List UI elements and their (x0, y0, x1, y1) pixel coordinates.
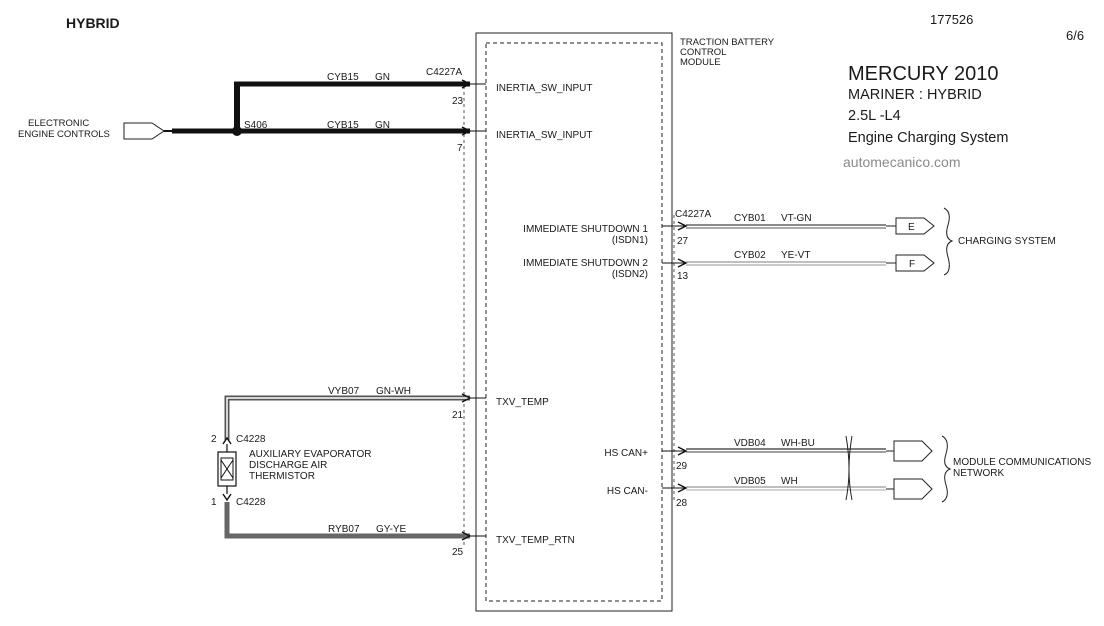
can-lo-pin: 28 (676, 498, 688, 509)
eec-label-line2: ENGINE CONTROLS (18, 129, 110, 140)
txv-temp-pin: 21 (452, 410, 464, 421)
network-label-line2: NETWORK (953, 468, 1004, 479)
isdn2-dest: F (909, 259, 915, 270)
txv-rtn-color: GY-YE (376, 524, 407, 535)
inertia1-signal: INERTIA_SW_INPUT (496, 83, 593, 94)
can-lo-color: WH (781, 476, 798, 487)
isdn2-pin: 13 (677, 271, 689, 282)
isdn1-dest: E (908, 222, 915, 233)
inertia1-color: GN (375, 72, 390, 83)
txv-temp-signal: TXV_TEMP (496, 397, 549, 408)
can-hi-flag-icon (893, 440, 933, 462)
module-inner-dashed-box (485, 42, 663, 602)
charging-flag-e-icon (895, 217, 935, 235)
inertia2-signal: INERTIA_SW_INPUT (496, 130, 593, 141)
can-lo-signal: HS CAN- (607, 486, 648, 497)
charging-flag-f-icon (895, 254, 935, 272)
isdn2-signal-line2: (ISDN2) (612, 269, 648, 280)
isdn2-color: YE-VT (781, 250, 810, 261)
wire-ryb07 (224, 502, 470, 539)
module-name-line3: MODULE (680, 57, 721, 68)
module-name-line1: TRACTION BATTERY (680, 37, 775, 48)
network-brace-icon (941, 435, 952, 503)
can-hi-wire: VDB04 (734, 438, 766, 449)
isdn2-signal-line1: IMMEDIATE SHUTDOWN 2 (523, 258, 648, 269)
sensor-label-line3: THERMISTOR (249, 471, 315, 482)
eec-flag-icon (123, 122, 165, 140)
c4228-top-connector-icon (222, 436, 232, 445)
title-make-year: MERCURY 2010 (848, 63, 998, 85)
txv-temp-color: GN-WH (376, 386, 411, 397)
pin13-arrow-icon (677, 258, 688, 268)
sensor-pin-top: 2 (211, 434, 217, 445)
txv-rtn-signal: TXV_TEMP_RTN (496, 535, 575, 546)
can-hi-signal: HS CAN+ (604, 448, 648, 459)
sensor-conn-top: C4228 (236, 434, 266, 445)
inertia1-wire: CYB15 (327, 72, 359, 83)
inertia1-connector: C4227A (426, 67, 462, 78)
can-hi-color: WH-BU (781, 438, 815, 449)
module-outer-box (475, 32, 673, 612)
inertia2-pin: 7 (457, 143, 463, 154)
isdn1-signal-line1: IMMEDIATE SHUTDOWN 1 (523, 224, 648, 235)
sensor-conn-bottom: C4228 (236, 497, 266, 508)
module-name-line2: CONTROL (680, 47, 726, 58)
txv-rtn-pin: 25 (452, 547, 464, 558)
doc-number: 177526 (930, 12, 973, 27)
splice-s406-label: S406 (244, 120, 268, 131)
title-model: MARINER : HYBRID (848, 87, 982, 103)
page-number: 6/6 (1066, 28, 1084, 43)
txv-temp-wire: VYB07 (328, 386, 360, 397)
watermark-text: automecanico.com (843, 154, 961, 170)
charging-system-label: CHARGING SYSTEM (958, 236, 1056, 247)
splice-s406-dot (232, 126, 242, 136)
title-engine: 2.5L -L4 (848, 108, 901, 124)
network-label-line1: MODULE COMMUNICATIONS (953, 457, 1091, 468)
sensor-label-line1: AUXILIARY EVAPORATOR (249, 449, 371, 460)
isdn2-wire: CYB02 (734, 250, 766, 261)
txv-rtn-wire: RYB07 (328, 524, 360, 535)
title-system: Engine Charging System (848, 130, 1008, 146)
pin28-arrow-icon (677, 483, 688, 493)
isdn1-wire: CYB01 (734, 213, 766, 224)
pin29-arrow-icon (677, 446, 688, 456)
sensor-label-line2: DISCHARGE AIR (249, 460, 327, 471)
c4228-bottom-connector-icon (222, 493, 232, 502)
eec-label-line1: ELECTRONIC (28, 118, 89, 129)
isdn1-connector: C4227A (675, 209, 711, 220)
isdn1-pin: 27 (677, 236, 689, 247)
section-label: HYBRID (66, 15, 120, 31)
isdn1-signal-line2: (ISDN1) (612, 235, 648, 246)
inertia2-wire: CYB15 (327, 120, 359, 131)
inertia2-color: GN (375, 120, 390, 131)
isdn1-color: VT-GN (781, 213, 812, 224)
can-lo-flag-icon (893, 478, 933, 500)
can-hi-pin: 29 (676, 461, 688, 472)
inertia1-pin: 23 (452, 96, 464, 107)
pin27-arrow-icon (677, 221, 688, 231)
can-lo-wire: VDB05 (734, 476, 766, 487)
sensor-pin-bottom: 1 (211, 497, 217, 508)
charging-system-brace-icon (943, 207, 954, 276)
